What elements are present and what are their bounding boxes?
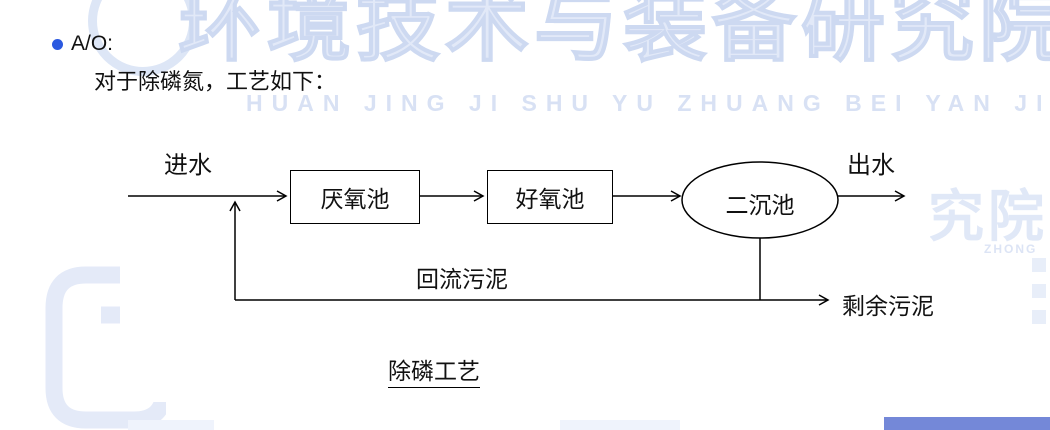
flow-lines: [128, 161, 906, 306]
watermark-bottom-strip: [560, 420, 680, 430]
watermark-title: 环境技术与装备研究院: [177, 0, 1050, 73]
aerobic-tank-node: 好氧池: [487, 170, 613, 224]
clarifier-label: 二沉池: [725, 193, 795, 218]
watermark-edge-mark: [1032, 310, 1046, 324]
bullet-label: A/O:: [71, 32, 114, 55]
excess-sludge-label: 剩余污泥: [842, 294, 934, 319]
aerobic-tank-label: 好氧池: [515, 187, 585, 212]
effluent-label: 出水: [847, 153, 895, 179]
watermark-fragment-small: ZHONG: [984, 242, 1038, 256]
process-diagram: 厌氧池 好氧池 二沉池 进水 出水 回流污泥 剩余污泥 除磷工艺: [120, 136, 934, 402]
influent-label: 进水: [164, 153, 212, 179]
anaerobic-tank-label: 厌氧池: [320, 187, 390, 212]
watermark-bottom-strip: [128, 420, 214, 430]
intro-text: 对于除磷氮，工艺如下：: [94, 69, 337, 94]
watermark-bottom-bar: [884, 417, 1050, 430]
watermark-edge-mark: [1032, 284, 1046, 298]
bullet-line: A/O:: [52, 32, 113, 56]
watermark-edge-mark: [1032, 258, 1046, 272]
bullet-icon: [52, 38, 63, 50]
return-sludge-label: 回流污泥: [416, 267, 508, 292]
diagram-caption-text: 除磷工艺: [388, 359, 480, 388]
anaerobic-tank-node: 厌氧池: [290, 170, 420, 224]
diagram-caption: 除磷工艺: [388, 352, 480, 388]
watermark-logo-circle-icon: [88, 0, 198, 76]
watermark-pinyin: HUAN JING JI SHU YU ZHUANG BEI YAN JIU T…: [246, 90, 1050, 116]
watermark-fragment-right: 究院: [928, 187, 1048, 249]
